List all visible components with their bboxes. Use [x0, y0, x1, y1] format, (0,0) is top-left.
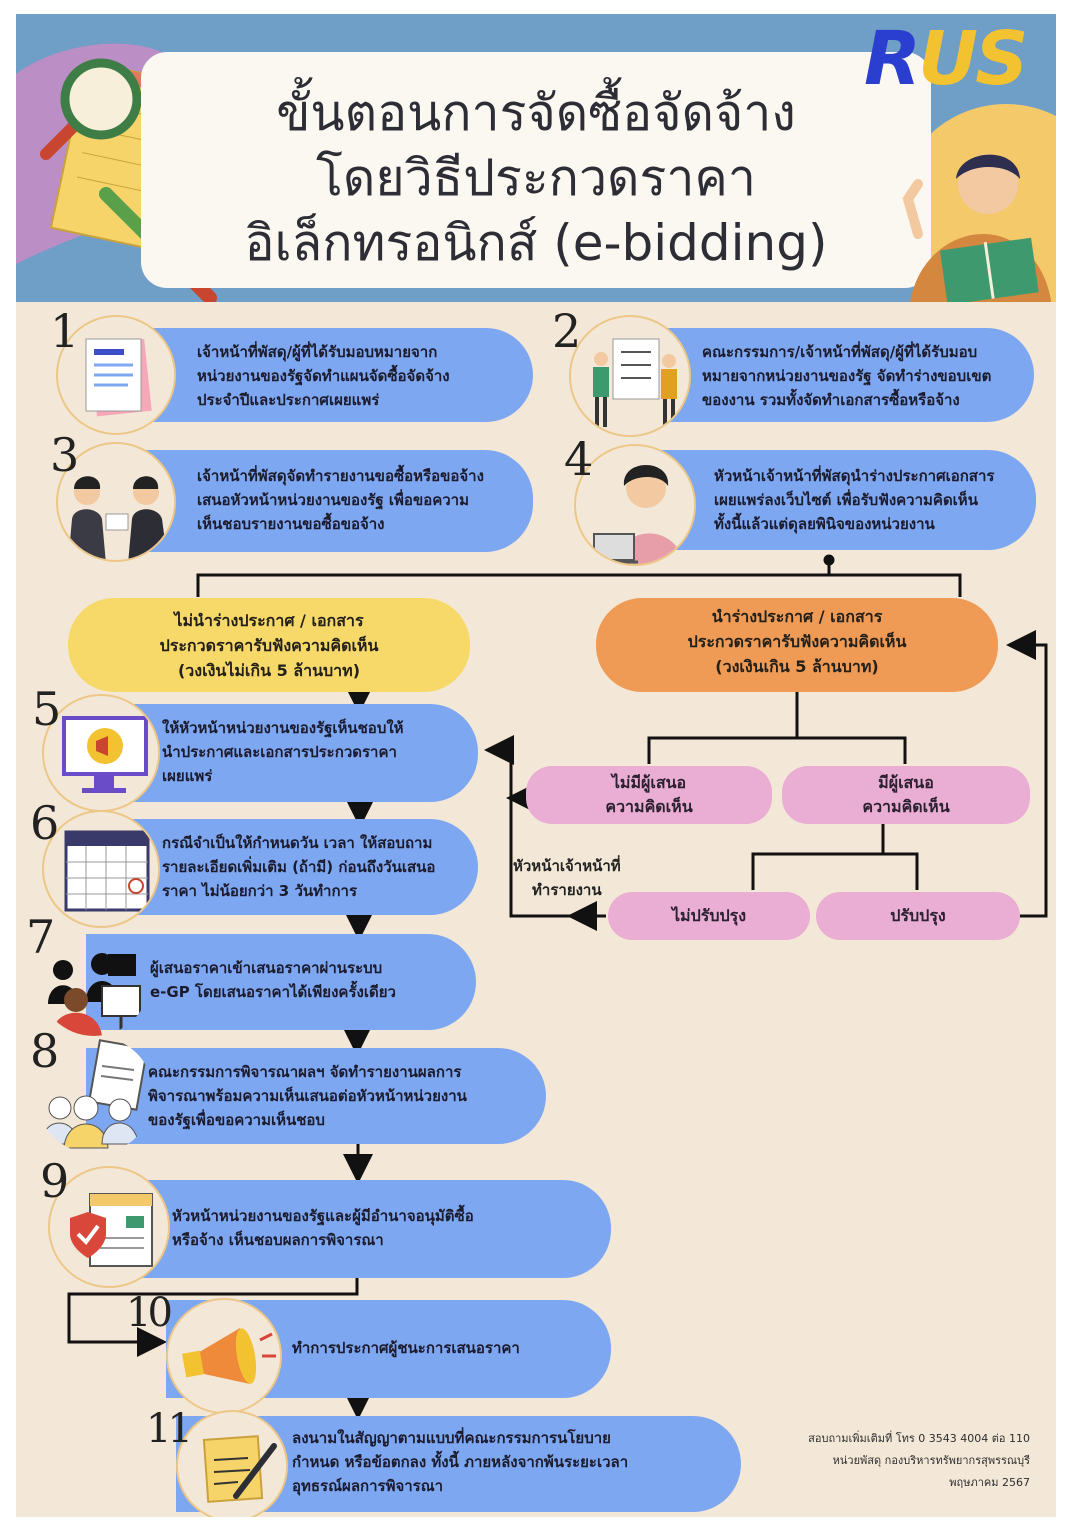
step-4-line-2: เผยแพร่ลงเว็บไซต์ เพื่อรับฟังความคิดเห็น: [714, 491, 978, 509]
step-4-line-1: หัวหน้าเจ้าหน้าที่พัสดุนำร่างประกาศเอกสา…: [714, 467, 995, 485]
step-1-number: 1: [50, 304, 80, 358]
footer-contact: สอบถามเพิ่มเติมที่ โทร 0 3543 4004 ต่อ 1…: [808, 1428, 1030, 1494]
branch-yes-line-3: (วงเงินเกิน 5 ล้านบาท): [715, 657, 879, 676]
step-8-line-1: คณะกรรมการพิจารณาผลฯ จัดทำรายงานผลการ: [148, 1063, 462, 1081]
step-8-line-2: พิจารณาพร้อมความเห็นเสนอต่อหัวหน้าหน่วยง…: [148, 1087, 467, 1105]
branch-no-hearing-banner: ไม่นำร่างประกาศ / เอกสาร ประกวดราคารับฟั…: [68, 598, 470, 692]
step-11-line-3: อุทธรณ์ผลการพิจารณา: [292, 1477, 444, 1495]
step-2-line-2: หมายจากหน่วยงานของรัฐ จัดทำร่างขอบเขต: [702, 367, 992, 385]
flow-connectors: [67, 554, 1048, 1420]
document-icon: [56, 315, 176, 435]
title-line-3: อิเล็กทรอนิกส์ (e-bidding): [244, 214, 828, 272]
title-line-2: โดยวิธีประกวดราคา: [316, 149, 756, 207]
reader-icon: [902, 154, 1052, 302]
report-label: หัวหน้าเจ้าหน้าที่ ทำรายงาน: [513, 854, 621, 902]
step-11-line-2: กำหนด หรือข้อตกลง ทั้งนี้ ภายหลังจากพ้นร…: [292, 1453, 629, 1471]
step-5-line-3: เผยแพร่: [162, 767, 213, 785]
step-5-line-2: นำประกาศและเอกสารประกวดราคา: [162, 743, 397, 761]
step-5-line-1: ให้หัวหน้าหน่วยงานของรัฐเห็นชอบให้: [162, 719, 404, 737]
revise-pill: ปรับปรุง: [816, 892, 1020, 940]
step-11-line-1: ลงนามในสัญญาตามแบบที่คณะกรรมการนโยบาย: [292, 1429, 611, 1447]
title-card: ขั้นตอนการจัดซื้อจัดจ้าง โดยวิธีประกวดรา…: [141, 52, 931, 288]
step-7-line-2: e-GP โดยเสนอราคาได้เพียงครั้งเดียว: [150, 983, 396, 1001]
step-8-number: 8: [30, 1024, 60, 1078]
step-7-line-1: ผู้เสนอราคาเข้าเสนอราคาผ่านระบบ: [150, 959, 383, 977]
magnifier-icon: [40, 58, 142, 160]
step-2-line-3: ของงาน รวมทั้งจัดทำเอกสารซื้อหรือจ้าง: [702, 391, 960, 409]
step-4-number: 4: [564, 432, 594, 486]
branch-yes-line-2: ประกวดราคารับฟังความคิดเห็น: [687, 632, 907, 651]
step-10-line-1: ทำการประกาศผู้ชนะการเสนอราคา: [292, 1339, 520, 1357]
contract-sign-icon: [176, 1410, 288, 1517]
step-3-line-2: เสนอหัวหน้าหน่วยงานของรัฐ เพื่อขอความ: [197, 491, 469, 509]
handshake-icon: [56, 442, 176, 562]
rus-logo: RUS: [864, 16, 1028, 102]
no-revise-pill: ไม่ปรับปรุง: [608, 892, 810, 940]
step-1-line-1: เจ้าหน้าที่พัสดุ/ผู้ที่ได้รับมอบหมายจาก: [197, 343, 438, 361]
report-icon: [36, 1036, 154, 1154]
step-2-pill: คณะกรรมการ/เจ้าหน้าที่พัสดุ/ผู้ที่ได้รับ…: [614, 328, 1034, 422]
infographic-poster: ขั้นตอนการจัดซื้อจัดจ้าง โดยวิธีประกวดรา…: [16, 14, 1056, 1517]
logo-part-2: US: [917, 16, 1028, 102]
title-line-1: ขั้นตอนการจัดซื้อจัดจ้าง: [276, 84, 796, 142]
step-6-line-1: กรณีจำเป็นให้กำหนดวัน เวลา ให้สอบถาม: [162, 834, 433, 852]
laptop-person-icon: [574, 444, 696, 566]
step-2-number: 2: [552, 304, 582, 358]
approved-shield-icon: [48, 1166, 170, 1288]
step-1-line-2: หน่วยงานของรัฐจัดทำแผนจัดซื้อจัดจ้าง: [197, 367, 450, 385]
step-9-line-1: หัวหน้าหน่วยงานของรัฐและผู้มีอำนาจอนุมัต…: [172, 1207, 474, 1225]
branch-no-line-3: (วงเงินไม่เกิน 5 ล้านบาท): [177, 661, 360, 680]
step-9-number: 9: [40, 1154, 70, 1208]
step-6-line-3: ราคา ไม่น้อยกว่า 3 วันทำการ: [162, 882, 357, 900]
step-2-line-1: คณะกรรมการ/เจ้าหน้าที่พัสดุ/ผู้ที่ได้รับ…: [702, 343, 978, 361]
step-7-pill: ผู้เสนอราคาเข้าเสนอราคาผ่านระบบ e-GP โดย…: [86, 934, 476, 1030]
step-3-line-1: เจ้าหน้าที่พัสดุจัดทำรายงานขอซื้อหรือขอจ…: [197, 467, 484, 485]
bidders-icon: [38, 924, 150, 1036]
step-3-pill: เจ้าหน้าที่พัสดุจัดทำรายงานขอซื้อหรือขอจ…: [111, 450, 533, 552]
step-4-line-3: ทั้งนี้แล้วแต่ดุลยพินิจของหน่วยงาน: [714, 515, 935, 533]
has-comment-line-1: มีผู้เสนอ: [878, 773, 934, 792]
step-7-number: 7: [26, 910, 56, 964]
step-1-line-3: ประจำปีและประกาศเผยแพร่: [197, 391, 380, 409]
step-9-pill: หัวหน้าหน่วยงานของรัฐและผู้มีอำนาจอนุมัต…: [86, 1180, 611, 1278]
no-comment-pill: ไม่มีผู้เสนอ ความคิดเห็น: [526, 766, 772, 824]
branch-yes-line-1: นำร่างประกาศ / เอกสาร: [711, 607, 883, 626]
step-8-pill: คณะกรรมการพิจารณาผลฯ จัดทำรายงานผลการ พิ…: [86, 1048, 546, 1144]
footer-line-1: สอบถามเพิ่มเติมที่ โทร 0 3543 4004 ต่อ 1…: [808, 1432, 1030, 1445]
step-11-number: 11: [146, 1406, 193, 1452]
step-9-line-2: หรือจ้าง เห็นชอบผลการพิจารณา: [172, 1231, 384, 1249]
footer-line-3: พฤษภาคม 2567: [949, 1476, 1030, 1489]
no-comment-line-2: ความคิดเห็น: [605, 797, 693, 816]
branch-no-line-1: ไม่นำร่างประกาศ / เอกสาร: [174, 611, 364, 630]
logo-part-1: R: [864, 16, 921, 102]
step-1-pill: เจ้าหน้าที่พัสดุ/ผู้ที่ได้รับมอบหมายจาก …: [111, 328, 533, 422]
step-6-number: 6: [30, 796, 60, 850]
step-10-number: 10: [126, 1290, 173, 1336]
branch-hearing-banner: นำร่างประกาศ / เอกสาร ประกวดราคารับฟังคว…: [596, 598, 998, 692]
branch-no-line-2: ประกวดราคารับฟังความคิดเห็น: [159, 636, 379, 655]
header: ขั้นตอนการจัดซื้อจัดจ้าง โดยวิธีประกวดรา…: [16, 14, 1056, 302]
has-comment-line-2: ความคิดเห็น: [862, 797, 950, 816]
has-comment-pill: มีผู้เสนอ ความคิดเห็น: [782, 766, 1030, 824]
megaphone-icon: [166, 1298, 282, 1414]
step-8-line-3: ของรัฐเพื่อขอความเห็นชอบ: [148, 1111, 325, 1129]
megaphone-screen-icon: [42, 694, 160, 812]
report-label-line-1: หัวหน้าเจ้าหน้าที่: [513, 857, 621, 875]
team-board-icon: [569, 315, 691, 437]
step-6-line-2: รายละเอียดเพิ่มเติม (ถ้ามี) ก่อนถึงวันเส…: [162, 858, 436, 876]
report-label-line-2: ทำรายงาน: [532, 881, 602, 899]
step-3-number: 3: [50, 428, 80, 482]
footer-line-2: หน่วยพัสดุ กองบริหารทรัพยากรสุพรรณบุรี: [832, 1454, 1030, 1467]
step-5-number: 5: [32, 682, 62, 736]
no-comment-line-1: ไม่มีผู้เสนอ: [611, 773, 687, 792]
calendar-icon: [42, 810, 160, 928]
step-3-line-3: เห็นชอบรายงานขอซื้อขอจ้าง: [197, 515, 385, 533]
